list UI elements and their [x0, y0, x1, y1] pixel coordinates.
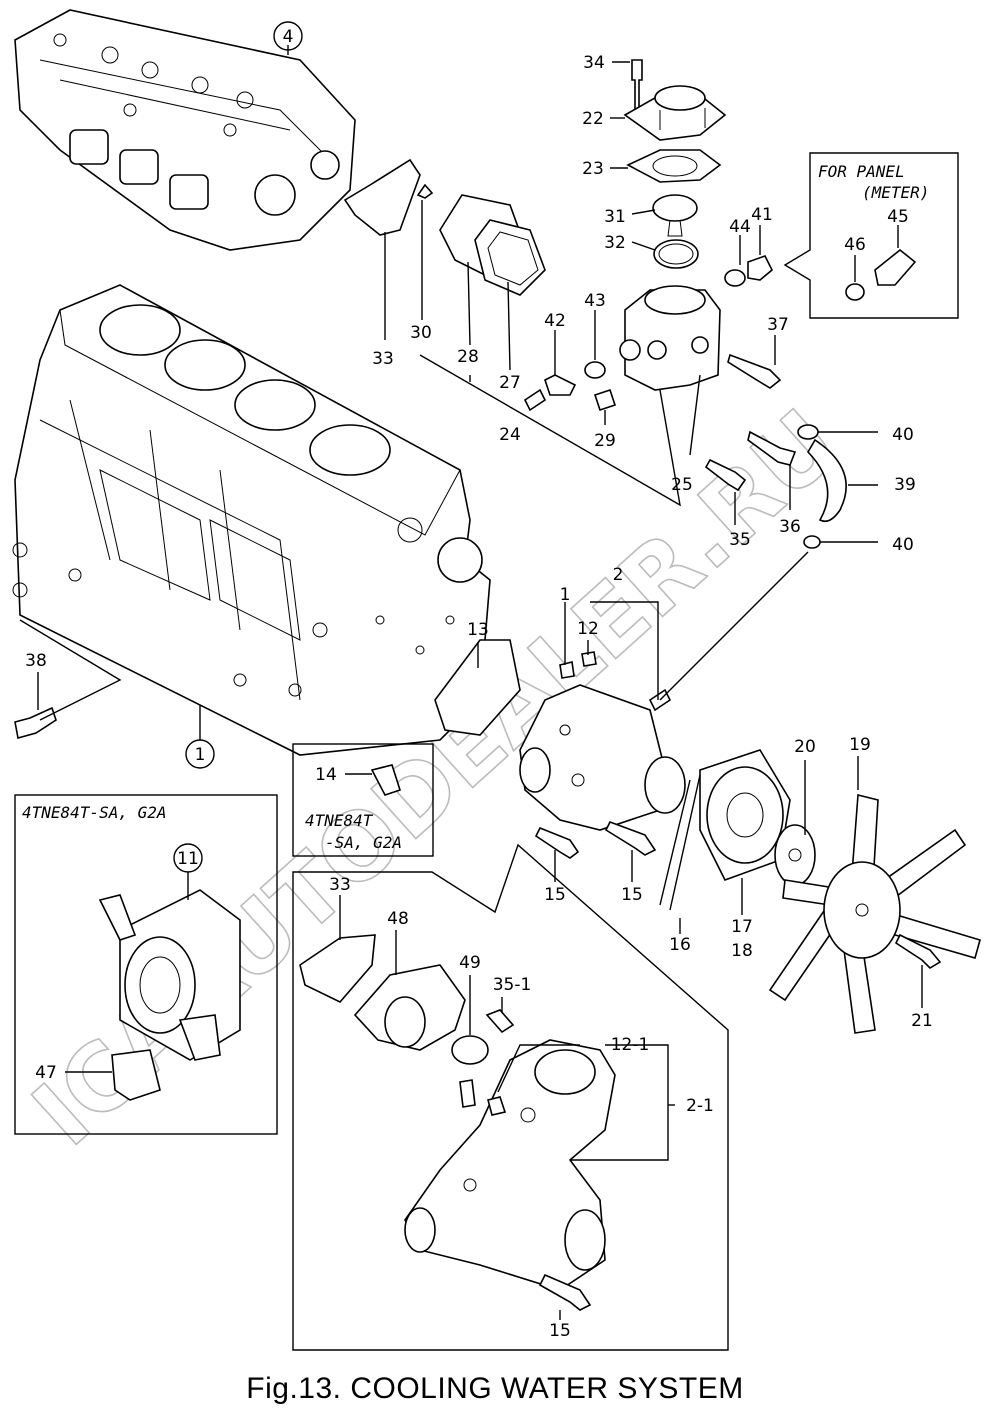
callout-label: 28	[457, 347, 479, 367]
callout-label: 13	[467, 620, 489, 640]
callout-label: 25	[671, 475, 693, 495]
callout-label: 15	[544, 885, 566, 905]
callout-label: 21	[911, 1011, 933, 1031]
panel-meter-line1: FOR PANEL	[818, 162, 905, 181]
variant-left-box: 4TNE84T-SA, G2A	[14, 794, 278, 1135]
callout-label: 49	[459, 953, 481, 973]
panel-meter-box: FOR PANEL (METER)	[783, 152, 959, 319]
fan	[768, 793, 981, 1034]
cylinder-block	[12, 284, 491, 756]
callout-label: 35-1	[493, 975, 532, 995]
callout-label: 48	[387, 909, 409, 929]
callout-label: 1	[195, 745, 206, 765]
water-pump-assembly	[434, 639, 981, 1034]
callout-label: 36	[779, 517, 801, 537]
cylinder-head	[14, 9, 356, 251]
callout-label: 15	[621, 885, 643, 905]
callout-label: 12-1	[611, 1035, 650, 1055]
callout-label: 16	[669, 935, 691, 955]
callout-label: 2-1	[686, 1096, 714, 1116]
variant-small-line1: 4TNE84T	[305, 811, 374, 830]
variant-left-title: 4TNE84T-SA, G2A	[22, 803, 167, 822]
callout-label: 19	[849, 735, 871, 755]
figure-caption: Fig.13. COOLING WATER SYSTEM	[246, 1372, 744, 1405]
callout-label: 20	[794, 737, 816, 757]
callout-label: 23	[582, 159, 604, 179]
detail-box	[292, 843, 729, 1351]
callout-label: 38	[25, 651, 47, 671]
callout-label: 40	[892, 425, 914, 445]
callout-label: 27	[499, 373, 521, 393]
callout-label: 42	[544, 311, 566, 331]
callout-label: 41	[751, 205, 773, 225]
callout-labels: 4 34 22 23 31 32 44 41 45 46 43 42 37 33…	[25, 21, 933, 1341]
callout-label: 37	[767, 315, 789, 335]
panel-meter-line2: (METER)	[862, 183, 929, 202]
callout-label: 12	[577, 619, 599, 639]
callout-label: 35	[729, 530, 751, 550]
callout-label: 46	[844, 235, 866, 255]
variant-small-box: 4TNE84T -SA, G2A	[292, 743, 434, 857]
callout-label: 40	[892, 535, 914, 555]
thermostat-assembly	[343, 59, 917, 549]
callout-label: 29	[594, 431, 616, 451]
callout-label: 34	[583, 53, 605, 73]
leader-lines	[19, 45, 923, 1320]
callout-label: 32	[604, 233, 626, 253]
callout-label: 18	[731, 941, 753, 961]
oil-cooler	[98, 889, 241, 1101]
callout-label: 14	[315, 765, 337, 785]
callout-label: 44	[729, 217, 751, 237]
callout-label: 4	[283, 27, 294, 47]
callout-label: 33	[372, 349, 394, 369]
callout-label: 39	[894, 475, 916, 495]
callout-label: 22	[582, 109, 604, 129]
callout-label: 43	[584, 291, 606, 311]
callout-label: 30	[410, 323, 432, 343]
callout-label: 24	[499, 425, 521, 445]
callout-label: 11	[177, 849, 199, 869]
callout-label: 17	[731, 917, 753, 937]
callout-label: 33	[329, 875, 351, 895]
callout-label: 45	[887, 207, 909, 227]
callout-label: 31	[604, 207, 626, 227]
callout-label: 1	[560, 585, 571, 605]
callout-label: 15	[549, 1321, 571, 1341]
callout-label: 47	[35, 1063, 57, 1083]
drain-plug	[14, 706, 57, 740]
variant-small-line2: -SA, G2A	[325, 833, 402, 852]
callout-label: 2	[613, 565, 624, 585]
